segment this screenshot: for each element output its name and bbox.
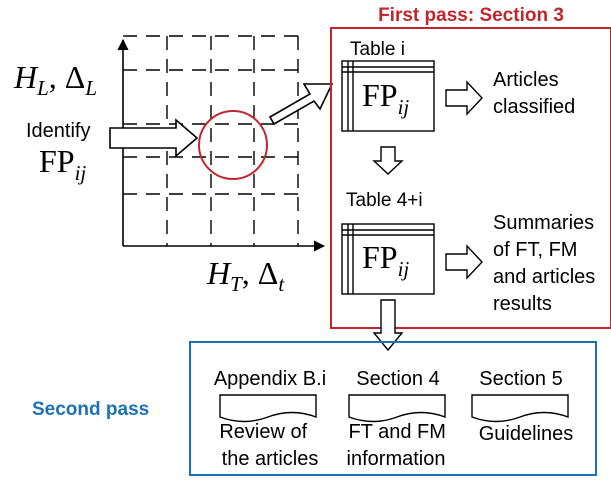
appendix-text: Review of the articles: [219, 421, 318, 470]
x-axis-label: HT, Δt: [206, 255, 285, 296]
table-top-caption: Table i: [350, 39, 405, 60]
section5-text: Guidelines: [479, 423, 574, 445]
table-top-fp: FPij: [362, 77, 409, 119]
appendix-document-icon: [219, 394, 317, 423]
identify-fp-label: FPij: [39, 143, 86, 185]
highlight-circle: [198, 110, 268, 180]
identify-arrow: [109, 118, 199, 158]
articles-classified-text: Articles classified: [493, 69, 575, 118]
table-top-icon: [341, 60, 435, 132]
grid-chart: HL, ΔL HT, Δt Identify FPij: [13, 35, 334, 296]
identify-label: Identify: [26, 120, 90, 142]
second-pass-border: [189, 341, 597, 476]
section4-heading: Section 4: [356, 368, 439, 390]
second-pass-section: Second pass Appendix B.i Review of the a…: [32, 341, 597, 476]
first-pass-section: First pass: Section 3 Table i FPij Artic…: [330, 5, 611, 329]
table-bottom-icon: [341, 223, 435, 295]
first-pass-border: [330, 27, 611, 329]
arrow-down-tables: [372, 146, 404, 175]
arrow-to-articles: [445, 80, 483, 116]
to-first-pass-arrow: [268, 83, 334, 126]
first-pass-title: First pass: Section 3: [378, 5, 564, 26]
table-bottom-fp: FPij: [362, 239, 409, 281]
table-bottom-caption: Table 4+i: [346, 190, 423, 211]
y-axis-label: HL, ΔL: [13, 59, 97, 100]
grid-dashed-lines: [123, 35, 300, 246]
section4-document-icon: [348, 394, 446, 423]
section5-heading: Section 5: [479, 368, 562, 390]
summaries-text: Summaries of FT, FM and articles results: [493, 212, 601, 315]
section5-document-icon: [471, 394, 569, 423]
appendix-heading: Appendix B.i: [214, 368, 326, 390]
section4-text: FT and FM information: [347, 421, 452, 470]
second-pass-title: Second pass: [32, 399, 149, 420]
arrow-to-summaries: [445, 244, 483, 280]
